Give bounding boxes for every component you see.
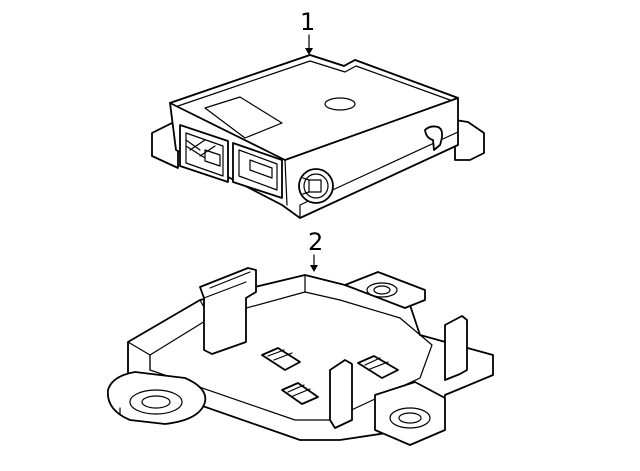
connector-right [232,142,283,199]
callout-2-arrow [310,265,318,272]
callout-1-label: 1 [300,8,315,36]
bracket-center-clip [329,359,353,429]
bracket-right-tab [444,315,468,381]
mounting-bracket [107,267,494,446]
module-round-label [324,97,356,111]
bracket-left-tab [199,267,257,355]
module-front-latch [298,168,334,204]
bracket-right-mount [374,381,446,446]
control-module [151,54,485,219]
connector-left [179,124,229,183]
callout-1: 1 [300,8,315,55]
module-right-flange [454,119,485,161]
module-right-hook [424,125,443,151]
callout-2: 2 [308,228,323,272]
bracket-rear-mount [344,271,426,309]
callout-2-label: 2 [308,228,323,256]
bracket-floor [149,291,433,421]
bracket-floor-tabs [261,347,399,405]
bracket-left-mount [107,371,207,425]
callout-1-arrow [305,48,313,55]
module-label-pad [204,96,283,139]
